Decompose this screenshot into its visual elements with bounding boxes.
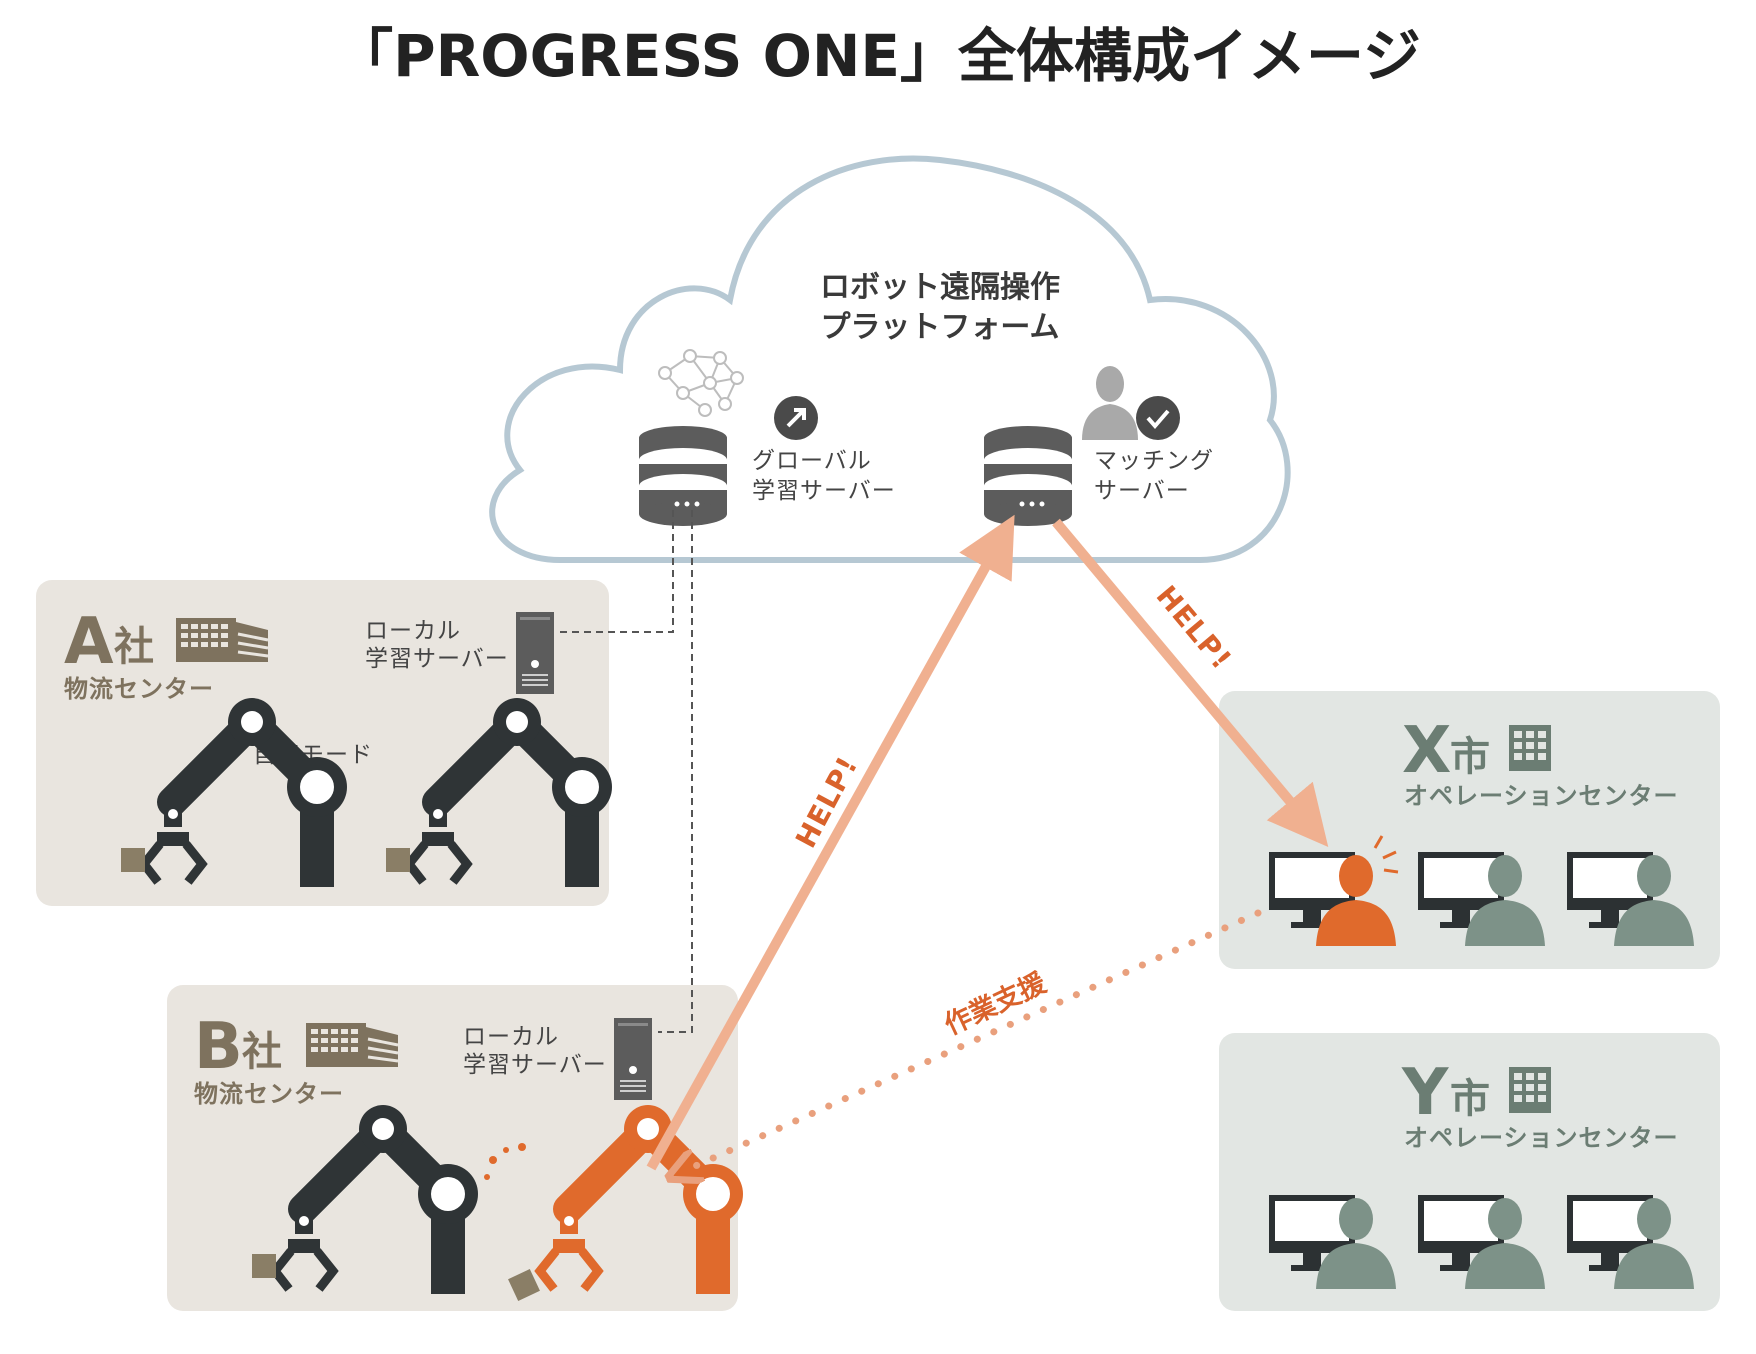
ops-y-kanji: 市 xyxy=(1450,1076,1490,1122)
alert-lines-icon xyxy=(1373,835,1399,874)
neural-network-icon xyxy=(658,349,744,417)
ops-y-letter: Y xyxy=(1401,1056,1449,1130)
support-arrow xyxy=(682,909,1262,1172)
local-server-icon xyxy=(516,612,554,694)
ops-x-subtitle: オペレーションセンター xyxy=(1404,782,1679,810)
ops-y-subtitle: オペレーションセンター xyxy=(1404,1124,1679,1152)
matching-server-label-line1: マッチング xyxy=(1094,448,1214,474)
company-b-local-server-line2: 学習サーバー xyxy=(463,1052,607,1078)
person-gray-icon xyxy=(1082,366,1138,440)
upward-arrow-icon xyxy=(774,396,818,440)
cloud-title-line1: ロボット遠隔操作 xyxy=(820,270,1060,305)
package-icon xyxy=(386,848,410,872)
matching-server-icon xyxy=(984,426,1072,526)
package-icon xyxy=(252,1254,276,1278)
global-to-a-connector xyxy=(560,510,674,633)
alert-splash-icon xyxy=(484,1143,526,1180)
office-building-icon xyxy=(1509,1067,1551,1113)
matching-server-label-line2: サーバー xyxy=(1094,478,1190,504)
company-a-subtitle: 物流センター xyxy=(64,675,214,703)
operator-alert-icon xyxy=(1316,855,1396,946)
check-icon xyxy=(1136,396,1180,440)
page-title: 「PROGRESS ONE」全体構成イメージ xyxy=(335,22,1421,90)
company-a-letter: A xyxy=(64,605,114,679)
company-a-local-server-line1: ローカル xyxy=(365,618,461,644)
global-server-label-line2: 学習サーバー xyxy=(752,478,896,504)
cloud-title-line2: プラットフォーム xyxy=(820,310,1059,345)
ops-x-kanji: 市 xyxy=(1450,734,1490,780)
help-arrow-to-ops xyxy=(1052,518,1329,847)
company-b-kanji: 社 xyxy=(242,1029,282,1075)
package-icon xyxy=(121,848,145,872)
ops-x-letter: X xyxy=(1402,714,1451,788)
global-server-label-line1: グローバル xyxy=(752,448,872,474)
company-a-local-server-line2: 学習サーバー xyxy=(365,646,509,672)
office-building-icon xyxy=(1509,725,1551,771)
company-b-local-server-line1: ローカル xyxy=(463,1024,559,1050)
help-label-down: HELP! xyxy=(1150,579,1239,676)
local-server-icon xyxy=(614,1018,652,1100)
help-arrow-to-cloud xyxy=(646,514,1015,1171)
company-b-letter: B xyxy=(194,1010,243,1084)
dropped-package-icon xyxy=(508,1269,540,1301)
global-server-icon xyxy=(639,426,727,526)
company-a-kanji: 社 xyxy=(114,624,154,670)
company-b-subtitle: 物流センター xyxy=(194,1080,344,1108)
global-to-b-connector xyxy=(658,510,693,1033)
